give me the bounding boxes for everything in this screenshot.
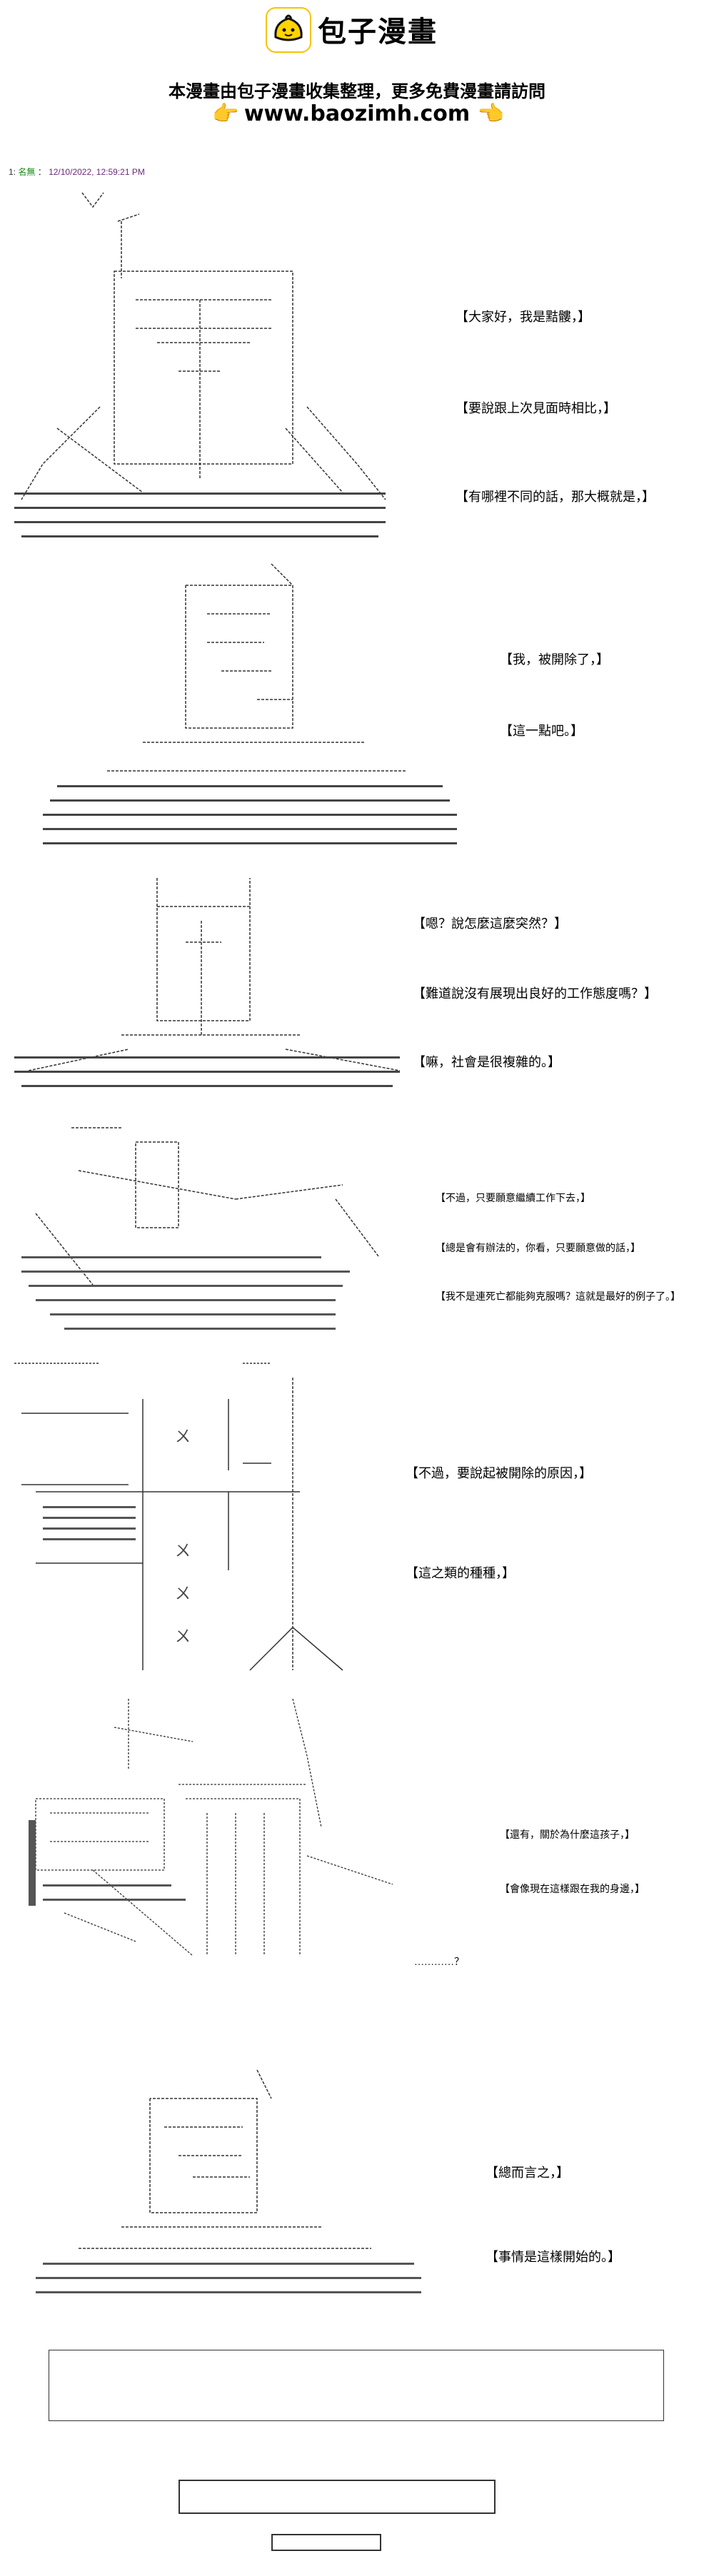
site-url-link[interactable]: www.baozimh.com — [243, 101, 471, 126]
ascii-art-knight-1 — [14, 192, 400, 550]
promo-line: 本漫畫由包子漫畫收集整理，更多免費漫畫請訪問 — [169, 81, 545, 101]
panel-4-line-3: 【我不是連死亡都能夠克服嗎？這就是最好的例子了。】 — [436, 1292, 680, 1303]
post-timestamp: 12/10/2022, 12:59:21 PM — [49, 167, 145, 177]
panel-3-line-2: 【難道說沒有展現出良好的工作態度嗎？】 — [413, 986, 657, 1001]
ascii-art-armor-closeup: ㄨ ㄨ ㄨ ㄨ — [14, 1356, 386, 1671]
end-frame-large — [49, 2350, 664, 2421]
panel-6-line-3: …………？ — [414, 1957, 464, 1968]
end-frame-medium — [178, 2480, 496, 2514]
panel-5-line-2: 【這之類的種種，】 — [406, 1566, 515, 1580]
panel-3-line-3: 【嘛，社會是很複雜的。】 — [413, 1055, 560, 1069]
hand-pointing-right-icon: 👉 — [212, 101, 239, 126]
svg-text:ㄨ: ㄨ — [175, 1542, 191, 1560]
panel-7-line-1: 【總而言之，】 — [486, 2166, 569, 2180]
panel-6-line-2: 【會像現在這樣跟在我的身邊，】 — [500, 1884, 645, 1895]
panel-4-line-2: 【總是會有辦法的，你看，只要願意做的話，】 — [436, 1243, 640, 1254]
panel-7-line-2: 【事情是這樣開始的。】 — [486, 2250, 620, 2264]
post-index: 1: — [9, 167, 16, 177]
svg-text:ㄨ: ㄨ — [175, 1428, 191, 1446]
ascii-art-knight-2 — [36, 557, 464, 857]
baozi-logo-icon — [266, 7, 311, 53]
post-meta: 1: 名無 ： 12/10/2022, 12:59:21 PM — [9, 167, 145, 177]
ascii-art-companion — [21, 1698, 421, 1956]
svg-text:ㄨ: ㄨ — [175, 1628, 191, 1646]
ascii-art-knight-final — [36, 2069, 436, 2305]
panel-2-line-1: 【我，被開除了，】 — [500, 652, 609, 667]
panel-4-line-1: 【不過，只要願意繼續工作下去，】 — [436, 1193, 590, 1204]
ascii-art-knight-3 — [14, 878, 414, 1092]
panel-2-line-2: 【這一點吧。】 — [500, 724, 583, 738]
panel-1-line-2: 【要說跟上次見面時相比，】 — [456, 401, 616, 415]
panel-1-line-1: 【大家好，我是黠髏，】 — [456, 310, 590, 324]
hand-pointing-left-icon: 👈 — [477, 101, 504, 126]
promo-url-row: 👉 www.baozimh.com 👈 — [0, 101, 714, 126]
panel-5-line-1: 【不過，要說起被開除的原因，】 — [406, 1466, 592, 1480]
panel-1-line-3: 【有哪裡不同的話，那大概就是，】 — [456, 490, 655, 504]
end-frame-small — [271, 2534, 381, 2551]
panel-6-line-1: 【還有，關於為什麼這孩子，】 — [500, 1830, 635, 1841]
panel-3-line-1: 【嗯？說怎麼這麼突然？】 — [413, 916, 567, 931]
post-author: 名無 — [18, 167, 36, 177]
svg-text:ㄨ: ㄨ — [175, 1585, 191, 1603]
site-name: 包子漫畫 — [318, 16, 438, 49]
ascii-art-knight-4 — [7, 1113, 407, 1349]
